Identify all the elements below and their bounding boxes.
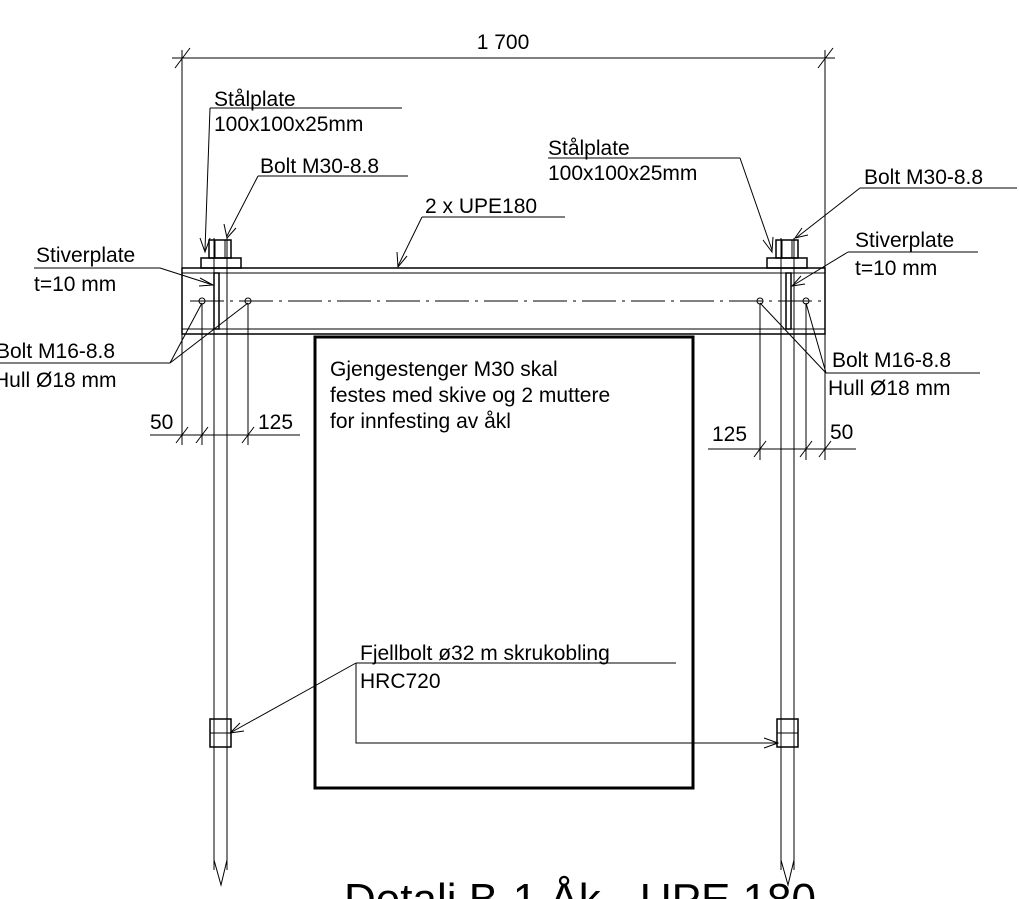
overall-dimension-label: 1 700 xyxy=(477,31,530,54)
steel-plate-right-label-1: Stålplate xyxy=(548,137,630,160)
left-nut xyxy=(208,239,232,259)
rock-bolt-label-2: HRC720 xyxy=(360,670,441,693)
beam-upe180 xyxy=(181,267,826,335)
steel-plate-left-label-1: Stålplate xyxy=(214,88,296,111)
left-bottom-dimension xyxy=(150,304,300,445)
left-stiffener-plate xyxy=(213,272,220,330)
left-steel-plate-and-nut xyxy=(200,239,242,269)
right-steel-plate xyxy=(766,257,808,269)
leader-stiffener-left xyxy=(34,267,215,287)
right-nut xyxy=(775,239,799,259)
leader-steel-plate-left xyxy=(199,107,402,254)
note-box xyxy=(313,335,695,790)
leader-stiffener-right xyxy=(790,251,978,287)
right-bottom-dimension xyxy=(708,304,856,460)
left-threaded-rod xyxy=(209,238,232,887)
right-edge-dimension-label: 50 xyxy=(830,421,853,444)
stiffener-left-label-2: t=10 mm xyxy=(34,273,116,296)
stiffener-right-label-2: t=10 mm xyxy=(855,257,937,280)
bolt-m30-right-label: Bolt M30-8.8 xyxy=(864,166,983,189)
left-edge-dimension-label: 50 xyxy=(150,411,173,434)
drawing-title: Detalj B-1 Åk - UPE 180 xyxy=(344,875,816,899)
beam-label: 2 x UPE180 xyxy=(425,195,537,218)
leader-steel-plate-right xyxy=(548,157,774,254)
rock-bolt-label-1: Fjellbolt ø32 m skrukobling xyxy=(360,642,610,665)
leader-rock-bolt xyxy=(228,662,780,749)
bolt-m16-right-label-2: Hull Ø18 mm xyxy=(828,377,951,400)
leader-bolt-m30-left xyxy=(223,175,408,240)
stiffener-left-label-1: Stiverplate xyxy=(36,244,135,267)
steel-plate-right-label-2: 100x100x25mm xyxy=(548,162,697,185)
right-steel-plate-and-nut xyxy=(766,239,808,269)
note-line-2: festes med skive og 2 muttere xyxy=(330,384,610,407)
leader-bolt-m16-right xyxy=(759,302,980,374)
right-bolt-spacing-label: 125 xyxy=(712,423,747,446)
left-bolt-spacing-label: 125 xyxy=(258,411,293,434)
bolt-m16-right-label-1: Bolt M16-8.8 xyxy=(832,349,951,372)
steel-plate-left-label-2: 100x100x25mm xyxy=(214,113,363,136)
bolt-m30-left-label: Bolt M30-8.8 xyxy=(260,155,379,178)
leader-bolt-m30-right xyxy=(793,187,1017,239)
right-threaded-rod xyxy=(776,238,799,887)
leader-bolt-m16-left xyxy=(0,302,249,364)
bolt-m16-left-label-2: Hull Ø18 mm xyxy=(0,369,117,392)
stiffener-right-label-1: Stiverplate xyxy=(855,229,954,252)
right-stiffener-plate xyxy=(785,272,792,330)
left-steel-plate xyxy=(200,257,242,269)
leader-beam xyxy=(396,216,565,269)
note-line-1: Gjengestenger M30 skal xyxy=(330,358,558,381)
bolt-m16-left-label-1: Bolt M16-8.8 xyxy=(0,340,115,363)
overall-dimension: 1 700 xyxy=(172,31,835,270)
note-line-3: for innfesting av åkl xyxy=(330,410,511,433)
